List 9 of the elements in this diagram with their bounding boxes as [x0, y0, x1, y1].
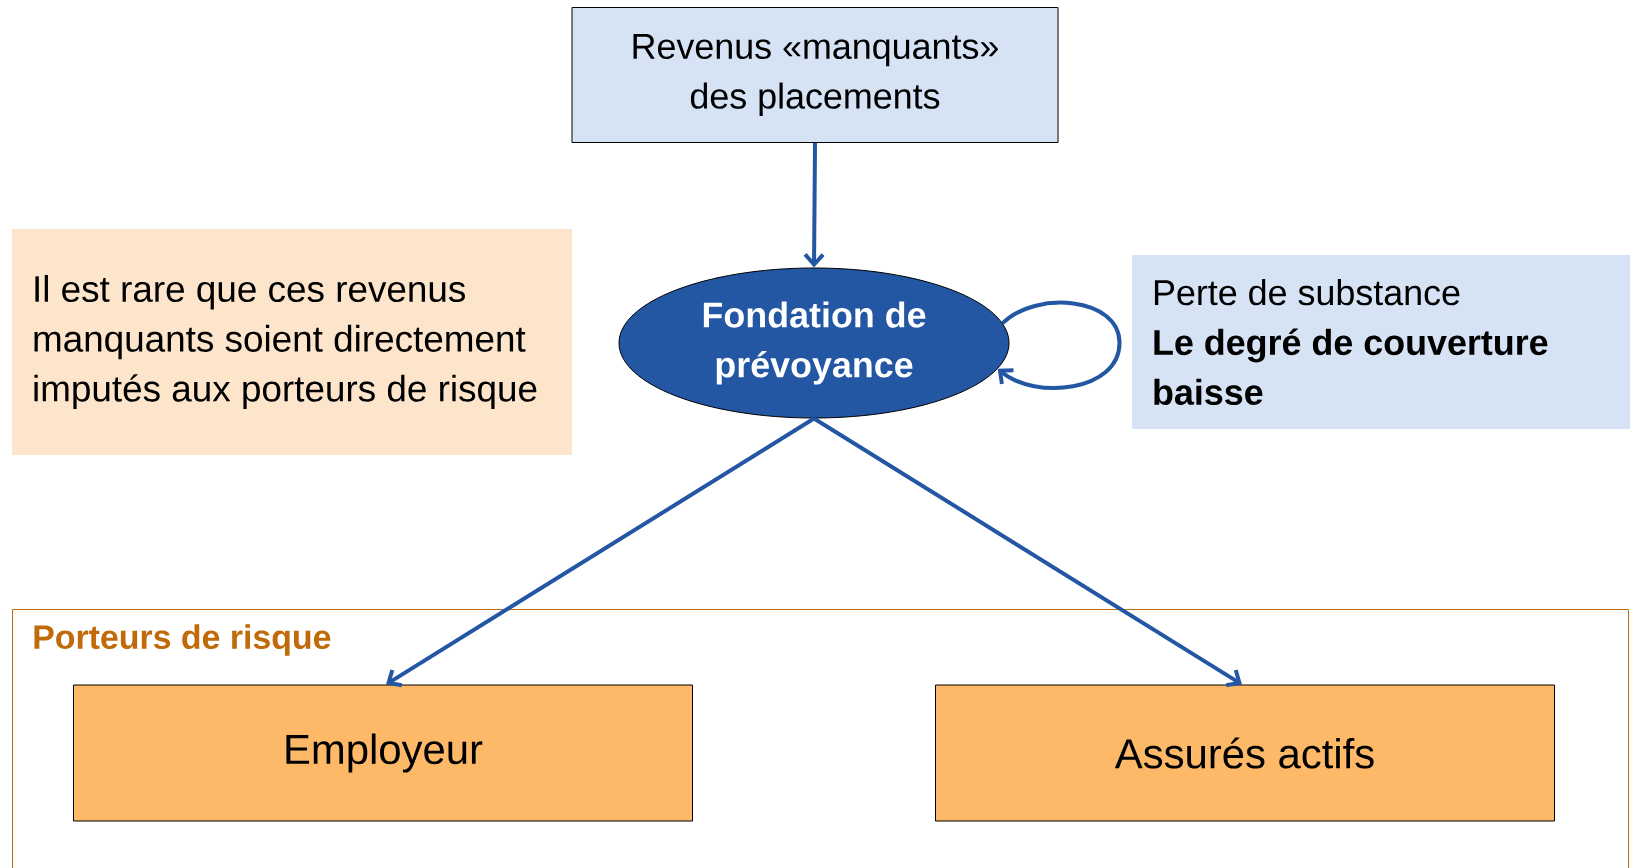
process-box: Assurés actifs: [935, 684, 1555, 822]
arrow: [803, 143, 825, 268]
arrow: [812, 416, 1243, 688]
arrow: [997, 300, 1122, 390]
source-box: Revenus «manquants» des placements: [571, 7, 1059, 143]
note-box: Perte de substance Le degré de couverture baisse: [1132, 255, 1630, 429]
note-box: Il est rare que ces revenus manquants soient directement imputés aux porteurs de risque: [12, 229, 572, 455]
arrow: [386, 416, 816, 688]
process-box: Employeur: [73, 684, 693, 822]
